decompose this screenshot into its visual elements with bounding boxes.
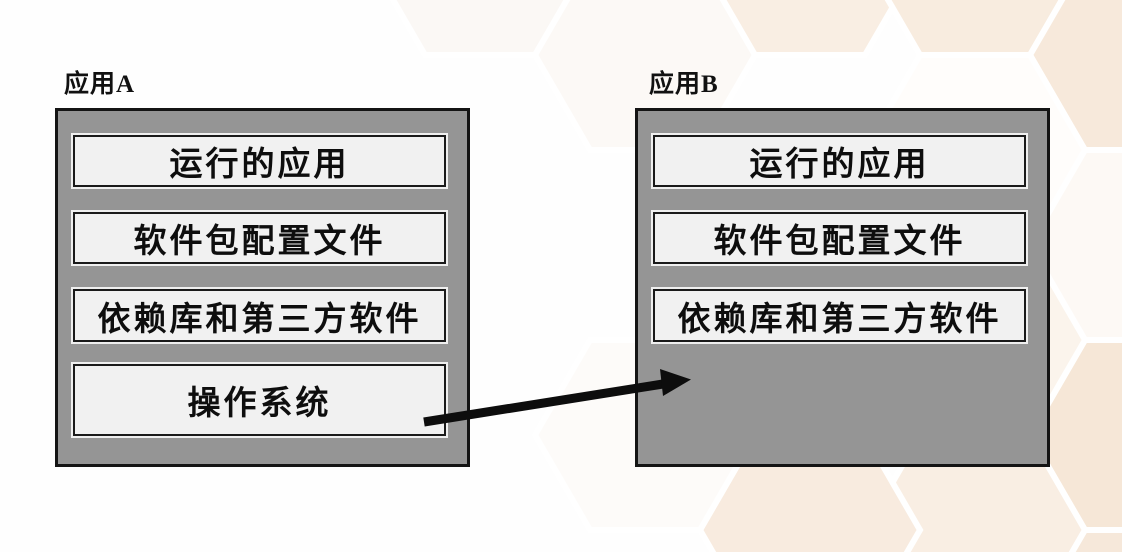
- app-b-title: 应用B: [649, 71, 719, 98]
- app-a-layer-package-config: 软件包配置文件: [73, 212, 446, 264]
- app-a-layer-dependencies: 依赖库和第三方软件: [73, 289, 446, 342]
- app-b-layer-running-app: 运行的应用: [653, 135, 1026, 187]
- app-a-title: 应用A: [64, 71, 136, 98]
- app-b-panel: 运行的应用 软件包配置文件 依赖库和第三方软件: [635, 108, 1050, 467]
- app-b-layer-dependencies: 依赖库和第三方软件: [653, 289, 1026, 342]
- app-b-layer-package-config: 软件包配置文件: [653, 212, 1026, 264]
- app-a-layer-running-app: 运行的应用: [73, 135, 446, 187]
- app-a-panel: 运行的应用 软件包配置文件 依赖库和第三方软件 操作系统: [55, 108, 470, 467]
- app-a-layer-operating-system: 操作系统: [73, 364, 446, 436]
